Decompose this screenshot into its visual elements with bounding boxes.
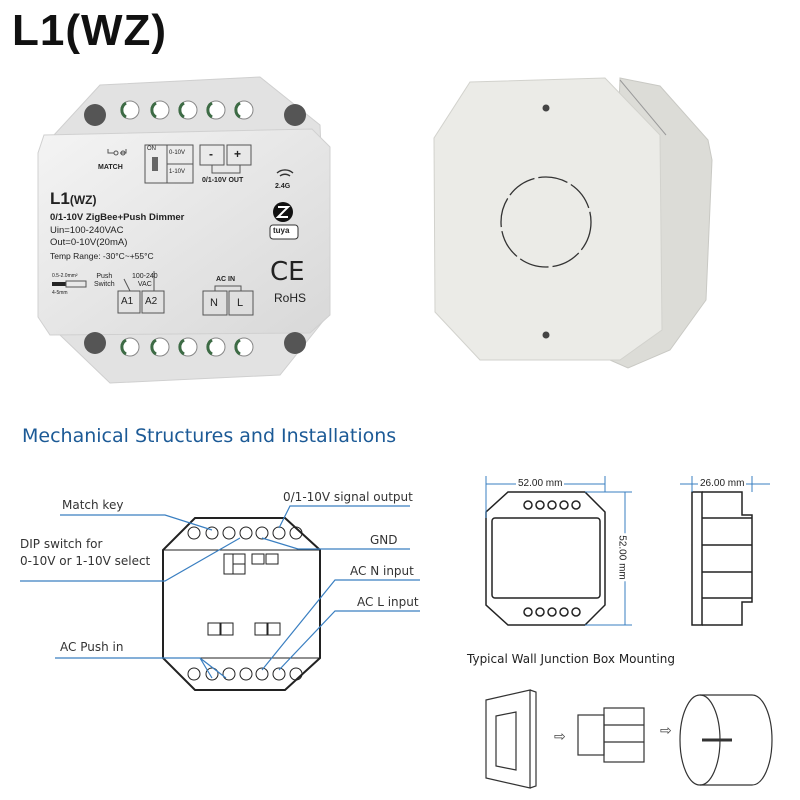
match-label: MATCH — [98, 164, 123, 171]
callout-dip-switch-line1: DIP switch for — [20, 537, 103, 551]
callout-ac-l-input: AC L input — [357, 595, 419, 609]
output-voltage: Out=0-10V(20mA) — [50, 237, 128, 248]
callout-gnd: GND — [370, 533, 398, 547]
dimension-depth: 26.00 mm — [698, 478, 747, 489]
arrow-icon: ⇨ — [660, 722, 672, 738]
dimension-lines — [485, 476, 770, 626]
output-plus: + — [234, 147, 242, 161]
output-minus: - — [209, 147, 213, 161]
input-voltage: Uin=100-240VAC — [50, 225, 124, 236]
wiring-diagram-drawing — [20, 505, 420, 691]
wireless-label: 2.4G — [275, 183, 291, 190]
tuya-badge: tuya — [273, 226, 290, 235]
device-back-shape — [433, 77, 713, 369]
section-title: Mechanical Structures and Installations — [22, 425, 397, 447]
dip-option-1-10v: 1-10V — [169, 169, 186, 175]
terminal-a2: A2 — [145, 296, 158, 307]
temp-range: Temp Range: -30°C~+55°C — [50, 251, 154, 261]
ac-in-label: AC IN — [216, 276, 236, 283]
model-suffix: (WZ) — [69, 193, 97, 207]
dimension-width: 52.00 mm — [516, 478, 565, 489]
terminal-l: L — [237, 297, 244, 309]
model-label: L1(WZ) — [50, 189, 97, 209]
callout-ac-n-input: AC N input — [350, 564, 414, 578]
output-label: 0/1-10V OUT — [202, 177, 244, 184]
model-name: L1 — [50, 189, 70, 208]
dip-on-label: ON — [147, 146, 156, 152]
callout-dip-switch-line2: 0-10V or 1-10V select — [20, 554, 151, 568]
ce-mark: CE — [270, 257, 305, 287]
mounting-title: Typical Wall Junction Box Mounting — [467, 652, 675, 666]
wire-spec-top: 0.5-2.0mm² — [52, 273, 78, 279]
product-front-photo: MATCH ON 0-10V 1-10V - + 0/1-10V OUT L1(… — [30, 65, 350, 395]
wire-spec-bottom: 4-5mm — [52, 290, 68, 296]
bottom-terminals — [84, 332, 306, 357]
wiring-diagram: Match key DIP switch for 0-10V or 1-10V … — [0, 480, 460, 700]
terminal-n: N — [210, 297, 218, 309]
mounting-steps-drawing — [485, 689, 773, 789]
mounting-illustration: ⇨ ⇨ — [470, 680, 800, 795]
terminal-a1: A1 — [121, 296, 134, 307]
dimension-height: 52.00 mm — [616, 533, 628, 582]
rohs-mark: RoHS — [274, 291, 307, 305]
callout-signal-output: 0/1-10V signal output — [283, 490, 413, 504]
arrow-icon: ⇨ — [554, 728, 566, 744]
top-terminals — [84, 100, 306, 126]
product-back-photo — [430, 60, 770, 390]
device-description: 0/1-10V ZigBee+Push Dimmer — [50, 212, 185, 223]
device-body-shape — [37, 76, 331, 384]
callout-match-key: Match key — [62, 498, 124, 512]
callout-ac-push-in: AC Push in — [60, 640, 124, 654]
product-title: L1(WZ) — [12, 6, 168, 55]
dip-option-0-10v: 0-10V — [169, 150, 186, 156]
dimension-drawing: 52.00 mm 52.00 mm 26.00 mm — [470, 470, 800, 640]
